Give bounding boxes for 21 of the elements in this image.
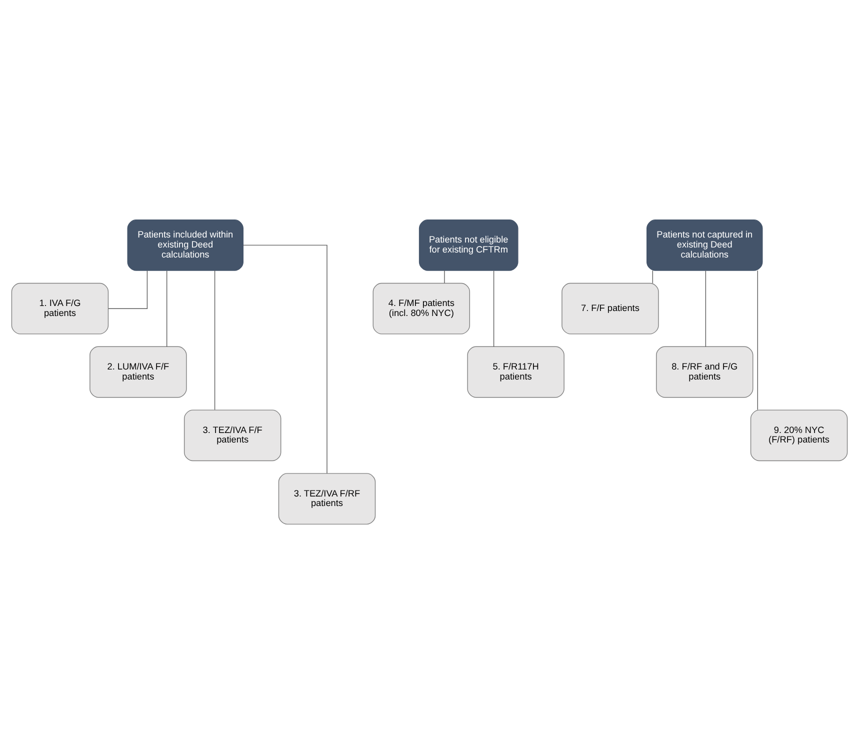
connector (705, 270, 706, 346)
connector (108, 270, 148, 308)
node-box: Patients not captured in existing Deed calculations (646, 218, 763, 270)
node-box: 2. LUM/IVA F/F patients (90, 346, 187, 398)
node-box: 3. TEZ/IVA F/RF patients (278, 472, 376, 524)
node-box: 9. 20% NYC (F/RF) patients (750, 409, 848, 461)
connector (493, 270, 494, 346)
node-box: 8. F/RF and F/G patients (656, 346, 754, 398)
connector (757, 270, 758, 410)
node-box: 3. TEZ/IVA F/F patients (184, 409, 282, 461)
connector (652, 270, 654, 283)
node-box: 4. F/MF patients (incl. 80% NYC) (372, 282, 470, 334)
connector (444, 270, 445, 283)
node-box: 7. F/F patients (562, 282, 659, 334)
node-box: 5. F/R117H patients (467, 346, 564, 398)
connector (214, 270, 216, 410)
node-box: Patients included within existing Deed calculations (127, 218, 244, 270)
connector (166, 270, 168, 346)
connector (242, 244, 328, 474)
node-box: 1. IVA F/G patients (11, 282, 109, 334)
node-box: Patients not eligible for existing CFTRm (418, 218, 518, 270)
